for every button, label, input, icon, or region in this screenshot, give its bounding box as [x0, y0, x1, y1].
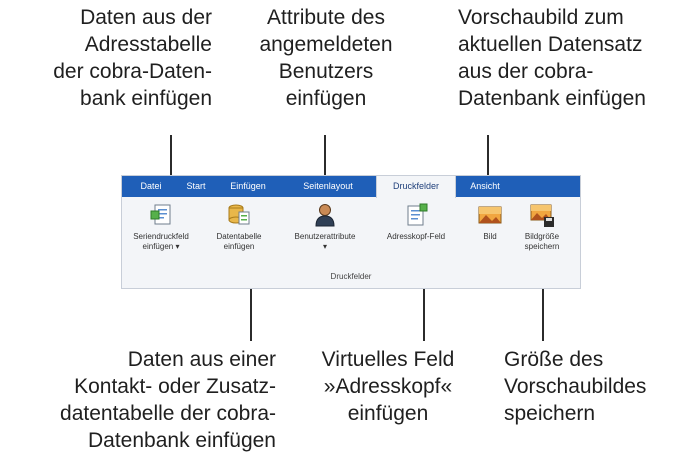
image-label: Bild: [483, 232, 497, 241]
leader-line-data-table: [250, 289, 252, 341]
callout-user-attributes: Attribute des angemeldeten Benutzers ein…: [259, 6, 393, 110]
save-image-size-button[interactable]: Bildgröße speichern: [514, 202, 570, 252]
ribbon-tab-bar: Datei Start Einfügen Seitenlayout Druckf…: [122, 176, 580, 198]
save-image-size-icon: [530, 204, 554, 227]
leader-line-address-table: [170, 135, 172, 176]
address-header-field-button[interactable]: Adresskopf-Feld: [380, 202, 452, 242]
tab-einfuegen[interactable]: Einfügen: [230, 181, 266, 191]
mail-merge-field-label: Seriendruckfeld einfügen ▾: [133, 232, 189, 251]
mail-merge-field-icon: [150, 204, 171, 225]
tab-ansicht[interactable]: Ansicht: [470, 181, 500, 191]
callout-address-header-field: Virtuelles Feld »Adresskopf« einfügen: [321, 348, 455, 425]
callout-data-table: Daten aus einer Kontakt- oder Zusatz- da…: [60, 348, 276, 452]
data-table-icon: [228, 204, 250, 225]
tab-seitenlayout[interactable]: Seitenlayout: [303, 181, 353, 191]
leader-line-address-header-field: [423, 289, 425, 341]
ribbon: Datei Start Einfügen Seitenlayout Druckf…: [121, 175, 581, 289]
save-image-size-label: Bildgröße speichern: [524, 232, 560, 251]
user-attributes-label: Benutzerattribute ▾: [294, 232, 356, 251]
leader-line-save-image-size: [542, 289, 544, 341]
image-icon: [478, 206, 502, 224]
callout-address-table: Daten aus der Adresstabelle der cobra-Da…: [53, 6, 212, 110]
leader-line-user-attributes: [324, 135, 326, 176]
data-table-button[interactable]: Datentabelle einfügen: [210, 202, 268, 252]
address-header-field-label: Adresskopf-Feld: [386, 232, 446, 241]
callout-preview-image: Vorschaubild zum aktuellen Datensatz aus…: [458, 6, 646, 110]
tab-start[interactable]: Start: [186, 181, 206, 191]
user-icon: [315, 204, 335, 227]
data-table-label: Datentabelle einfügen: [216, 232, 262, 251]
ribbon-group-label: Druckfelder: [330, 272, 372, 281]
image-button[interactable]: Bild: [470, 202, 510, 242]
mail-merge-field-button[interactable]: Seriendruckfeld einfügen ▾: [130, 202, 192, 252]
leader-line-preview-image: [487, 135, 489, 176]
tab-datei[interactable]: Datei: [140, 181, 162, 191]
address-header-icon: [407, 203, 428, 226]
user-attributes-button[interactable]: Benutzerattribute ▾: [286, 202, 364, 252]
callout-save-image-size: Größe des Vorschaubildes speichern: [504, 348, 647, 425]
tab-druckfelder[interactable]: Druckfelder: [376, 176, 456, 198]
